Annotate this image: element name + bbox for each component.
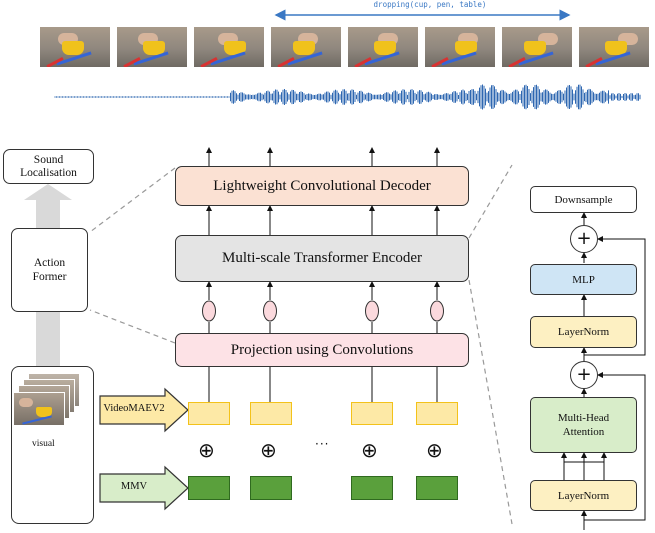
decoder-output-arrows [206, 147, 440, 166]
downsample-box: Downsample [530, 186, 637, 213]
action-former-box: Action Former [11, 228, 88, 312]
video-frame [117, 27, 187, 67]
residual-add-top-symbol: + [576, 228, 592, 249]
waveform-trace [54, 84, 641, 110]
attention-label: Multi-Head Attention [557, 412, 610, 438]
video-frame [348, 27, 418, 67]
zoom-line-top-left [89, 167, 176, 233]
decoder-box: Lightweight Convolutional Decoder [175, 166, 469, 206]
projection-box: Projection using Convolutions [175, 333, 469, 367]
fusion-plus: ⊕ [361, 438, 378, 462]
videomae-label: VideoMAEV2 [103, 403, 165, 414]
audio-token [351, 476, 393, 500]
block-internal-arrows [561, 212, 646, 530]
audio-waveform [54, 84, 641, 110]
decoder-label: Lightweight Convolutional Decoder [213, 177, 431, 194]
residual-add-bottom: + [570, 361, 598, 389]
mmv-label: MMV [120, 481, 148, 492]
zoom-line-bottom-left [89, 309, 176, 344]
video-frame [579, 27, 649, 67]
zoom-line-top-right [468, 164, 513, 239]
ellipsis: ··· [315, 437, 330, 451]
mlp-box: MLP [530, 264, 637, 295]
video-frame [40, 27, 110, 67]
videomae-arrow-shape [99, 387, 189, 433]
encoder-label: Multi-scale Transformer Encoder [222, 250, 422, 266]
encoder-box: Multi-scale Transformer Encoder [175, 235, 469, 282]
video-frame [271, 27, 341, 67]
video-frame [425, 27, 495, 67]
mmv-arrow-shape [99, 465, 189, 511]
sound-localisation-label: Sound Localisation [20, 153, 77, 179]
layernorm-bottom-box: LayerNorm [530, 480, 637, 511]
tokens-to-projection-lines [208, 367, 438, 402]
video-token [250, 402, 292, 425]
zoom-line-bottom-right [468, 279, 513, 525]
projection-to-encoder-arrows [206, 281, 440, 333]
layernorm-top-box: LayerNorm [530, 316, 637, 348]
encoder-to-decoder-arrows [206, 205, 440, 235]
attention-box: Multi-Head Attention [530, 397, 637, 453]
token-ellipses [202, 300, 444, 322]
video-token [188, 402, 230, 425]
layernorm-bottom-label: LayerNorm [557, 489, 610, 502]
audio-token [250, 476, 292, 500]
mlp-label: MLP [572, 273, 595, 286]
sound-localisation-box: Sound Localisation [3, 149, 94, 184]
audio-token [188, 476, 230, 500]
audio-token [416, 476, 458, 500]
layernorm-top-label: LayerNorm [557, 326, 610, 338]
action-former-label: Action Former [32, 257, 67, 283]
video-token [351, 402, 393, 425]
video-token [416, 402, 458, 425]
fusion-plus: ⊕ [426, 438, 443, 462]
fusion-plus: ⊕ [260, 438, 277, 462]
fusion-plus: ⊕ [198, 438, 215, 462]
projection-label: Projection using Convolutions [230, 341, 414, 358]
visual-label: visual [32, 439, 55, 449]
downsample-label: Downsample [554, 193, 613, 206]
residual-add-top: + [570, 225, 598, 253]
residual-add-bottom-symbol: + [576, 364, 592, 385]
video-frame [194, 27, 264, 67]
video-frame [502, 27, 572, 67]
timeline-label: dropping(cup, pen, table) [373, 0, 487, 9]
